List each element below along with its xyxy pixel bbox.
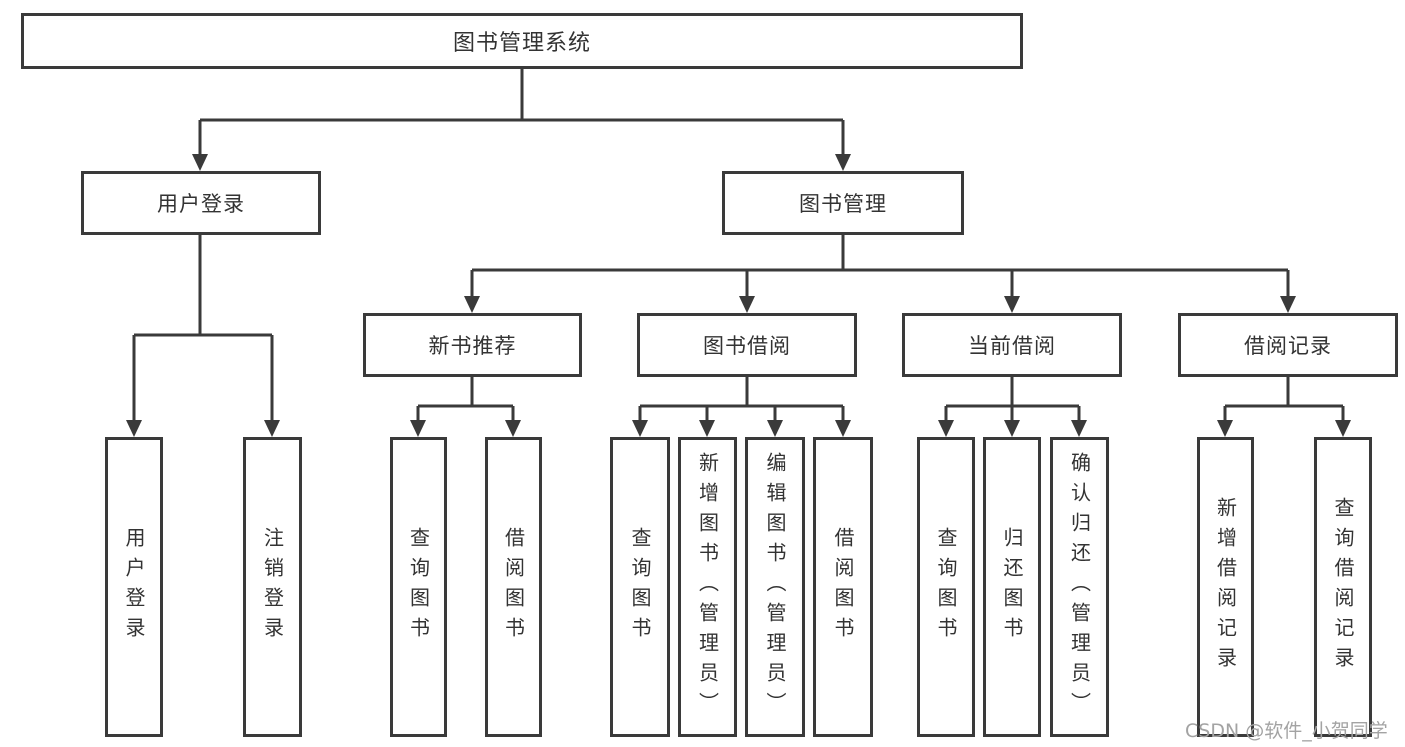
node-label: 当前借阅 xyxy=(968,334,1056,358)
edge-root-to-level2 xyxy=(192,69,851,171)
node-label: 图书管理 xyxy=(799,192,887,216)
node-leaf-query-books-1: 查询图书 xyxy=(390,437,447,737)
node-leaf-borrow-books-2: 借阅图书 xyxy=(813,437,873,737)
node-borrowing-records: 借阅记录 xyxy=(1178,313,1398,377)
node-new-book-recommend: 新书推荐 xyxy=(363,313,582,377)
node-label: 查询图书 xyxy=(934,527,958,647)
node-leaf-add-book-admin: 新增图书（管理员） xyxy=(678,437,737,737)
edge-book-borrowing-children xyxy=(632,376,851,437)
node-leaf-query-books-2: 查询图书 xyxy=(610,437,670,737)
node-leaf-confirm-return-admin: 确认归还（管理员） xyxy=(1050,437,1109,737)
node-user-login: 用户登录 xyxy=(81,171,321,235)
node-library-management-system: 图书管理系统 xyxy=(21,13,1023,69)
node-label: 借阅图书 xyxy=(831,527,855,647)
node-current-borrowing: 当前借阅 xyxy=(902,313,1122,377)
node-label: 查询借阅记录 xyxy=(1331,497,1355,677)
node-label: 新增图书（管理员） xyxy=(695,452,720,722)
node-leaf-add-borrow-record: 新增借阅记录 xyxy=(1197,437,1254,737)
node-leaf-query-books-3: 查询图书 xyxy=(917,437,975,737)
node-label: 图书管理系统 xyxy=(452,31,591,56)
node-label: 查询图书 xyxy=(628,527,652,647)
edge-book-management-children xyxy=(464,234,1296,313)
edge-current-borrowing-children xyxy=(938,376,1087,437)
node-leaf-query-borrow-record: 查询借阅记录 xyxy=(1314,437,1372,737)
csdn-watermark: CSDN @软件_小贺同学 xyxy=(1185,720,1388,742)
edge-user-login-children xyxy=(126,234,280,437)
node-label: 新增借阅记录 xyxy=(1213,497,1238,677)
node-label: 借阅图书 xyxy=(501,527,526,647)
node-label: 新书推荐 xyxy=(428,334,517,358)
node-label: 查询图书 xyxy=(406,527,431,647)
node-leaf-edit-book-admin: 编辑图书（管理员） xyxy=(745,437,805,737)
edge-borrowing-records-children xyxy=(1217,376,1351,437)
node-label: 确认归还（管理员） xyxy=(1067,452,1092,722)
node-label: 用户登录 xyxy=(122,527,146,647)
node-label: 注销登录 xyxy=(260,527,285,647)
node-label: 编辑图书（管理员） xyxy=(763,452,787,722)
node-leaf-logout: 注销登录 xyxy=(243,437,302,737)
node-label: 用户登录 xyxy=(157,192,245,216)
node-label: 借阅记录 xyxy=(1244,334,1332,358)
edge-new-book-recommend-children xyxy=(410,376,521,437)
node-label: 归还图书 xyxy=(1000,527,1024,647)
node-book-borrowing: 图书借阅 xyxy=(637,313,857,377)
node-leaf-return-book: 归还图书 xyxy=(983,437,1041,737)
node-leaf-borrow-books-1: 借阅图书 xyxy=(485,437,542,737)
node-leaf-user-login: 用户登录 xyxy=(105,437,163,737)
node-book-management: 图书管理 xyxy=(722,171,964,235)
node-label: 图书借阅 xyxy=(703,334,791,358)
